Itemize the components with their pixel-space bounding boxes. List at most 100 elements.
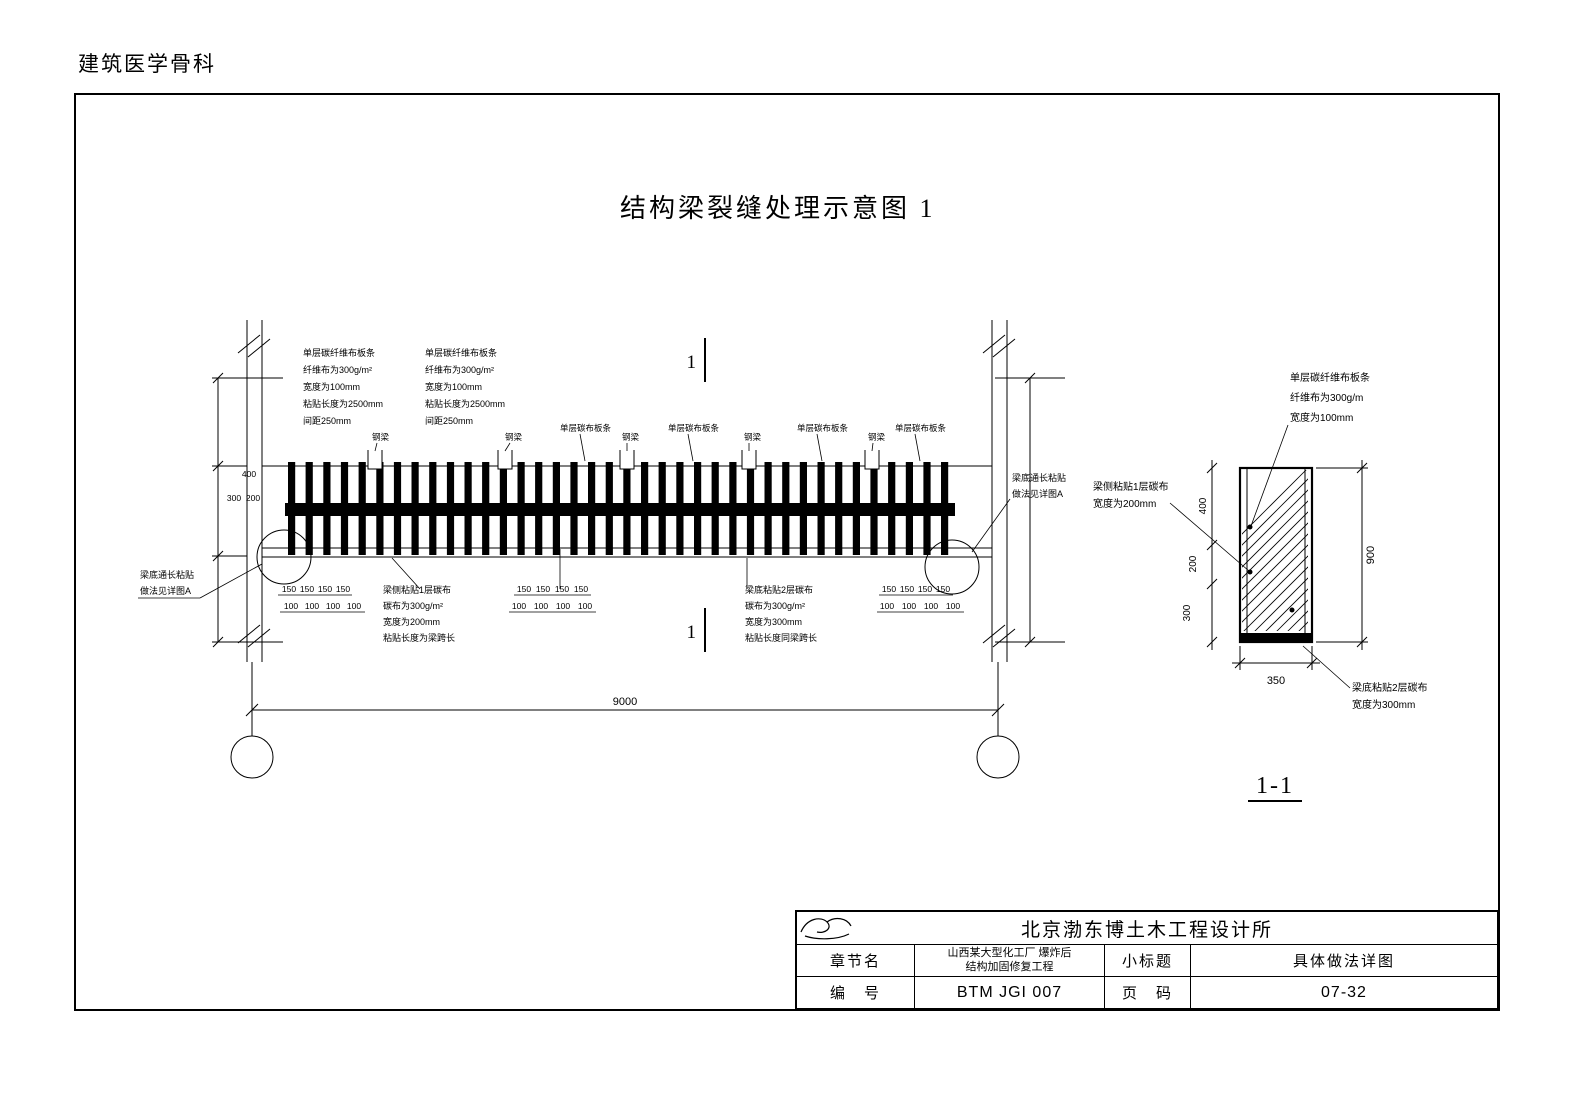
detail-circle-right <box>924 539 980 595</box>
bottom-cfrp-layer <box>1240 633 1312 642</box>
annotation-line: 梁底粘贴2层碳布 <box>745 584 813 595</box>
segment-dim: 400 <box>1198 497 1209 514</box>
hatch-line <box>1242 555 1308 623</box>
annotation-line: 宽度为200mm <box>383 616 440 627</box>
cfrp-strip <box>782 462 790 555</box>
steel-beam-label: 钢梁 <box>372 432 390 442</box>
title-block-row-number: 编 号 BTM JGI 007 页 码 07-32 <box>797 977 1497 1008</box>
hatch-line <box>1243 566 1308 631</box>
dim-150: 150 <box>918 584 932 594</box>
cfrp-strip <box>641 462 649 555</box>
cfrp-strip <box>746 462 755 555</box>
steel-beam-markers <box>367 450 880 470</box>
hatch-line <box>1242 533 1308 601</box>
annotation-line: 纤维布为300g/m <box>1290 391 1363 404</box>
cfrp-strip <box>464 462 472 555</box>
section-cut-bottom: 1 <box>687 608 706 652</box>
cfrp-strip <box>905 462 913 555</box>
hatch-line <box>1242 500 1308 568</box>
segment-dim: 300 <box>1182 604 1193 621</box>
dim-100: 100 <box>512 601 526 611</box>
dim-150: 150 <box>555 584 569 594</box>
hatch-line <box>1295 456 1485 646</box>
hatch-line <box>1254 577 1308 631</box>
annotation-line: 间距250mm <box>303 415 351 426</box>
number-value: BTM JGI 007 <box>914 977 1104 1008</box>
hatch-line <box>1306 456 1496 646</box>
dim-100: 100 <box>556 601 570 611</box>
annotation-line: 宽度为100mm <box>303 381 360 392</box>
cfrp-strip <box>888 462 896 555</box>
annotation-side-bond: 梁侧粘贴1层碳布 碳布为300g/m² 宽度为200mm 粘贴长度为梁跨长 <box>383 557 455 643</box>
strip-label: 单层碳布板条 <box>895 423 947 433</box>
strip-label: 单层碳布板条 <box>560 423 612 433</box>
right-column <box>976 320 1020 779</box>
annotation-block-1: 单层碳纤维布板条 纤维布为300g/m² 宽度为100mm 粘贴长度为2500m… <box>303 347 383 426</box>
section-mark-label: 1 <box>687 352 697 373</box>
dim-100: 100 <box>578 601 592 611</box>
annotation-line: 宽度为200mm <box>1093 497 1156 510</box>
number-label: 编 号 <box>829 985 881 1002</box>
cfrp-strip <box>870 462 878 555</box>
dim-150: 150 <box>318 584 332 594</box>
dim-100: 100 <box>880 601 894 611</box>
annotation-line: 粘贴长度为梁跨长 <box>383 632 455 643</box>
chapter-label: 章节名 <box>829 953 881 970</box>
cfrp-strip <box>694 462 702 555</box>
annotation-block-2: 单层碳纤维布板条 纤维布为300g/m² 宽度为100mm 粘贴长度为2500m… <box>425 347 505 426</box>
dim-150: 150 <box>300 584 314 594</box>
dim-150: 150 <box>336 584 350 594</box>
hatch-line <box>1242 511 1308 579</box>
title-block: 北京渤东博土木工程设计所 章节名 山西某大型化工厂 爆炸后 结构加固修复工程 小… <box>795 910 1499 1010</box>
annotation-line: 梁侧粘贴1层碳布 <box>1093 480 1169 493</box>
annotation-line: 间距250mm <box>425 415 473 426</box>
detail-circle-left <box>256 529 312 585</box>
annotation-line: 纤维布为300g/m² <box>303 364 372 375</box>
watermark-text: 建筑医学骨科 <box>78 52 216 76</box>
cfrp-strip <box>923 462 931 555</box>
dim-150: 150 <box>282 584 296 594</box>
cfrp-strip <box>817 462 825 555</box>
cfrp-strip <box>499 462 507 555</box>
cfrp-strip <box>517 462 525 555</box>
overall-dimension: 9000 <box>245 696 1005 717</box>
dim-100: 100 <box>347 601 361 611</box>
dim-label: 300 <box>227 493 241 503</box>
grid-bubble-left <box>230 735 274 779</box>
section-view: 350 900 400 200 300 单层碳纤维布板条 纤维布为300g/m … <box>1093 371 1496 802</box>
dim-100: 100 <box>946 601 960 611</box>
dim-100: 100 <box>305 601 319 611</box>
page-value: 07-32 <box>1190 977 1497 1008</box>
hatch-line <box>1265 588 1308 631</box>
beam-elevation <box>256 450 992 595</box>
cfrp-strip <box>358 462 366 555</box>
hatch-line <box>1242 544 1308 612</box>
annotation-line: 碳布为300g/m² <box>383 600 443 611</box>
annotation-line: 宽度为300mm <box>1352 698 1415 711</box>
annotation-line: 宽度为300mm <box>745 616 802 627</box>
strip-label: 单层碳布板条 <box>797 423 849 433</box>
dim-150: 150 <box>900 584 914 594</box>
cfrp-strip <box>429 462 437 555</box>
annotation-line: 单层碳纤维布板条 <box>425 347 497 358</box>
steel-beam-label: 钢梁 <box>868 432 886 442</box>
page-label: 页 码 <box>1104 977 1190 1008</box>
hatch-line <box>1242 470 1307 535</box>
drawing-title: 结构梁裂缝处理示意图 1 <box>620 194 936 223</box>
cfrp-strip <box>658 462 666 555</box>
cfrp-strip <box>446 462 455 555</box>
note-line: 梁底通长粘贴 <box>140 569 194 580</box>
grid-bubble-right <box>976 735 1020 779</box>
cfrp-strip <box>552 462 560 555</box>
cfrp-strip <box>535 462 543 555</box>
annotation-line: 碳布为300g/m² <box>745 600 805 611</box>
cfrp-strip <box>482 462 490 555</box>
cfrp-strip <box>799 462 807 555</box>
steel-beam-labels: 钢梁 钢梁 钢梁 钢梁 钢梁 <box>372 432 886 452</box>
annotation-line: 单层碳纤维布板条 <box>303 347 375 358</box>
cfrp-strip <box>288 462 296 555</box>
detail-note-right: 梁底通长粘贴 做法见详图A <box>971 472 1066 553</box>
cfrp-strip <box>676 462 684 555</box>
